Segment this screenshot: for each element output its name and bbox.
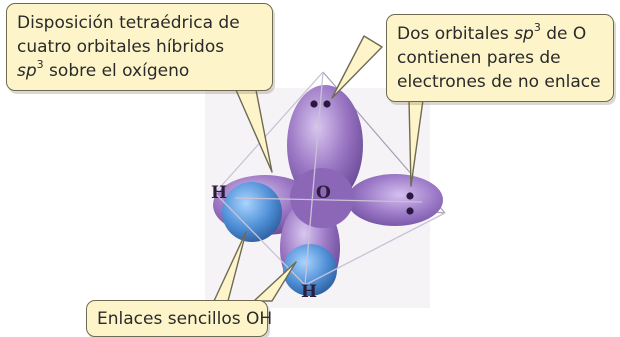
oxygen-core [290, 168, 354, 228]
right-lobe [347, 174, 443, 226]
lone-line-1: Dos orbitales sp3 de O [397, 22, 603, 46]
lone-sp: sp [514, 24, 534, 44]
left-hydrogen-lobe [222, 182, 282, 242]
oh-bonds-callout: Enlaces sencillos OH [86, 300, 273, 337]
tetra-line-3-rest: sobre el oxígeno [43, 61, 190, 81]
bonds-text: Enlaces sencillos OH [97, 309, 273, 329]
lone-pair-callout: Dos orbitales sp3 de O contienen pares d… [386, 14, 614, 102]
tetra-sup: 3 [36, 58, 44, 72]
tetrahedral-arrangement-callout: Disposición tetraédrica de cuatro orbita… [6, 3, 273, 91]
hydrogen-bottom-label: H [301, 282, 318, 302]
electron-dots [310, 100, 414, 215]
bottom-hydrogen-lobe [283, 244, 337, 296]
lone-line-1-post: de O [540, 24, 587, 44]
tetra-line-2: cuatro orbitales híbridos [17, 37, 225, 57]
lone-line-1-pre: Dos orbitales [397, 24, 515, 44]
oxygen-label: O [316, 183, 331, 203]
lone-pair-callout-pointer-top [331, 35, 383, 99]
hydrogen-left-label: H [211, 183, 228, 203]
lone-line-3: electrones de no enlace [397, 72, 601, 92]
lone-line-2: contienen pares de [397, 48, 561, 68]
tetra-sp: sp [17, 61, 37, 81]
tetra-line-1: Disposición tetraédrica de [17, 13, 240, 33]
lone-sup: 3 [533, 21, 541, 35]
tetra-line-3: sp3 sobre el oxígeno [17, 59, 262, 83]
